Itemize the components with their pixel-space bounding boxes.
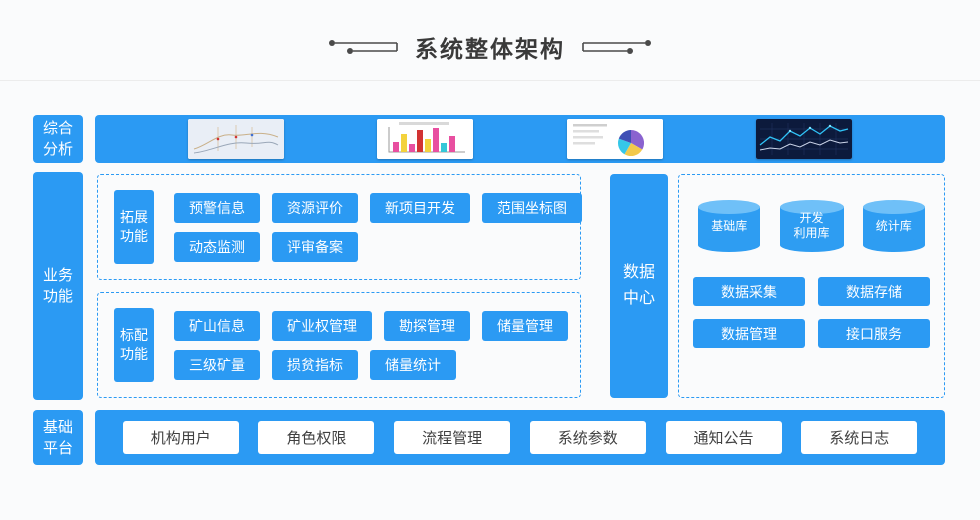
statistics-database-cylinder-icon: 统计库 bbox=[862, 200, 925, 252]
platform-band: 机构用户 角色权限 流程管理 系统参数 通知公告 系统日志 bbox=[95, 410, 945, 465]
extended-functions-label: 拓展 功能 bbox=[114, 190, 154, 264]
data-collection-button[interactable]: 数据采集 bbox=[693, 277, 805, 306]
process-management-button[interactable]: 流程管理 bbox=[394, 421, 511, 454]
line-chart-thumbnail bbox=[755, 119, 852, 159]
dynamic-monitoring-button[interactable]: 动态监测 bbox=[174, 231, 260, 262]
resource-evaluation-button[interactable]: 资源评价 bbox=[272, 192, 358, 223]
standard-functions-buttons: 矿山信息 矿业权管理 勘探管理 储量管理 三级矿量 损贫指标 储量统计 bbox=[174, 310, 568, 380]
org-users-button[interactable]: 机构用户 bbox=[122, 421, 239, 454]
basic-database-cylinder-icon: 基础库 bbox=[698, 200, 761, 252]
development-utilization-database-label: 开发 利用库 bbox=[793, 211, 830, 240]
development-utilization-database-cylinder-icon: 开发 利用库 bbox=[779, 200, 844, 252]
system-logs-button[interactable]: 系统日志 bbox=[801, 421, 918, 454]
mine-info-button[interactable]: 矿山信息 bbox=[174, 310, 260, 341]
extended-functions-group: 拓展 功能 预警信息 资源评价 新项目开发 范围坐标图 动态监测 评审备案 bbox=[97, 174, 582, 280]
reserves-management-button[interactable]: 储量管理 bbox=[482, 310, 568, 341]
data-management-button[interactable]: 数据管理 bbox=[693, 319, 805, 348]
page-title: 系统整体架构 bbox=[415, 36, 565, 62]
early-warning-info-button[interactable]: 预警信息 bbox=[174, 192, 260, 223]
exploration-management-button[interactable]: 勘探管理 bbox=[384, 310, 470, 341]
notice-announcement-button[interactable]: 通知公告 bbox=[665, 421, 782, 454]
rail-comprehensive-analysis: 综合 分析 bbox=[33, 115, 83, 163]
line-chart-thumbnail-image bbox=[755, 119, 852, 159]
system-parameters-button[interactable]: 系统参数 bbox=[529, 421, 646, 454]
circuit-decoration-left-icon bbox=[329, 40, 398, 54]
new-project-development-button[interactable]: 新项目开发 bbox=[370, 192, 470, 223]
three-level-ore-quantity-button[interactable]: 三级矿量 bbox=[174, 349, 260, 380]
loss-dilution-indicators-button[interactable]: 损贫指标 bbox=[272, 349, 358, 380]
analysis-band bbox=[95, 115, 945, 163]
pie-chart-thumbnail bbox=[566, 119, 663, 159]
circuit-decoration-right-icon bbox=[582, 40, 651, 54]
rail-business-functions: 业务 功能 bbox=[33, 172, 83, 400]
title-bar: 系统整体架构 bbox=[0, 30, 980, 64]
review-filing-button[interactable]: 评审备案 bbox=[272, 231, 358, 262]
database-cylinders: 基础库 开发 利用库 统计库 bbox=[679, 197, 944, 255]
bar-chart-thumbnail bbox=[377, 119, 474, 159]
title-divider bbox=[0, 80, 980, 81]
extended-functions-buttons: 预警信息 资源评价 新项目开发 范围坐标图 动态监测 评审备案 bbox=[174, 192, 582, 262]
scope-coordinate-map-button[interactable]: 范围坐标图 bbox=[482, 192, 582, 223]
standard-functions-group: 标配 功能 矿山信息 矿业权管理 勘探管理 储量管理 三级矿量 损贫指标 储量统… bbox=[97, 292, 581, 398]
data-storage-button[interactable]: 数据存储 bbox=[818, 277, 930, 306]
data-center-block: 数据 中心 bbox=[610, 174, 668, 398]
standard-functions-label: 标配 功能 bbox=[114, 308, 154, 382]
basic-database-label: 基础库 bbox=[711, 218, 748, 233]
bar-chart-thumbnail-image bbox=[377, 119, 474, 159]
pie-chart-thumbnail-image bbox=[566, 119, 663, 159]
role-permissions-button[interactable]: 角色权限 bbox=[258, 421, 375, 454]
map-thumbnail bbox=[188, 119, 285, 159]
interface-service-button[interactable]: 接口服务 bbox=[818, 319, 930, 348]
mining-rights-management-button[interactable]: 矿业权管理 bbox=[272, 310, 372, 341]
reserves-statistics-button[interactable]: 储量统计 bbox=[370, 349, 456, 380]
data-zone-group: 基础库 开发 利用库 统计库 数据采集 数据存储 数据管理 接口服务 bbox=[678, 174, 945, 398]
data-zone-buttons: 数据采集 数据存储 数据管理 接口服务 bbox=[693, 277, 930, 348]
statistics-database-label: 统计库 bbox=[875, 218, 912, 233]
map-thumbnail-image bbox=[188, 119, 285, 159]
rail-basic-platform: 基础 平台 bbox=[33, 410, 83, 465]
